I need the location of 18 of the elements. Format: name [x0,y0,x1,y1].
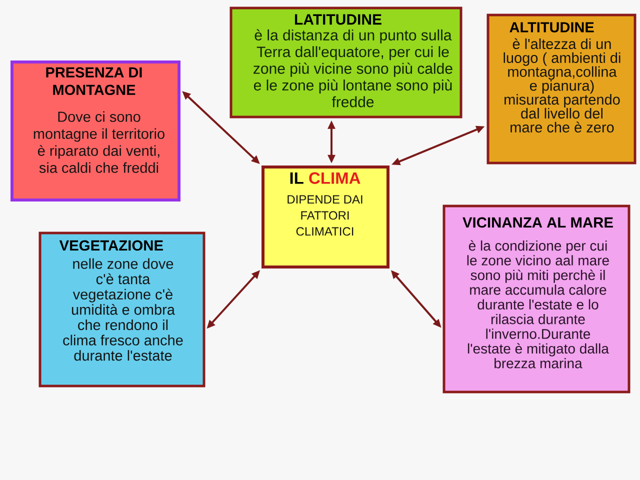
heading: ALTITUDINE [510,22,594,32]
heading: VEGETAZIONE [59,240,163,251]
heading: PRESENZA DI MONTAGNE [46,67,142,96]
heading: IL CLIMA [290,172,360,184]
body-text: DIPENDE DAI FATTORI CLIMATICI [288,195,362,236]
heading: VICINANZA AL MARE [462,217,613,228]
factor-box [38,232,206,388]
heading: LATITUDINE [294,14,382,25]
factor-box [442,204,630,394]
body-text: è l'altezza di un luogo ( ambienti di montagna,collina e pianura) misurata partendo dal livello del mare che è zero [504,38,620,132]
factor-box [486,14,636,164]
body-text: è la condizione per cui le zone vicino aal mare sono più miti perchè il mare accumula calore durante l'estate e lo rilascia durante l'inverno.Durante l'estate è mitigato dalla brezza marina [467,240,609,368]
factor-box [230,6,462,118]
body-text: nelle zone dove c'è tanta vegetazione c'è umidità e ombra che rendono il clima fresco anche durante l'estate [63,258,183,361]
body-text: è la distanza di un punto sulla Terra dall'equatore, per cui le zone più vicine sono più calde e le zone più lontane sono più fredde [254,29,452,108]
factor-box [10,60,180,202]
body-text: Dove ci sono montagne il territorio è riparato dai venti, sia caldi che freddi [34,111,164,173]
factor-box [262,166,390,268]
